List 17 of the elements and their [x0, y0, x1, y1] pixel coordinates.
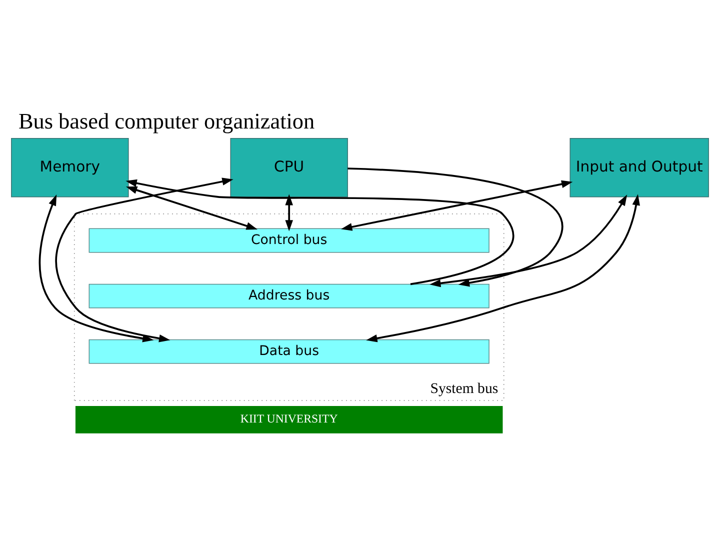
node-box: Memory — [11, 137, 129, 197]
arrow — [366, 194, 640, 342]
node-box: Input and Output — [570, 137, 709, 197]
diagram-title: Bus based computer organization — [18, 108, 315, 134]
arrow — [430, 194, 628, 287]
node-box: CPU — [230, 137, 348, 197]
arrow — [340, 180, 573, 230]
node-box: Data bus — [88, 338, 490, 364]
node-box: Address bus — [88, 283, 490, 308]
arrow — [126, 186, 258, 230]
node-box: Control bus — [88, 228, 490, 252]
arrow — [55, 177, 234, 342]
label: KIIT UNIVERSITY — [240, 411, 338, 426]
arrow — [126, 178, 514, 285]
arrow — [38, 194, 154, 342]
arrow — [348, 167, 563, 286]
arrow — [285, 194, 293, 231]
